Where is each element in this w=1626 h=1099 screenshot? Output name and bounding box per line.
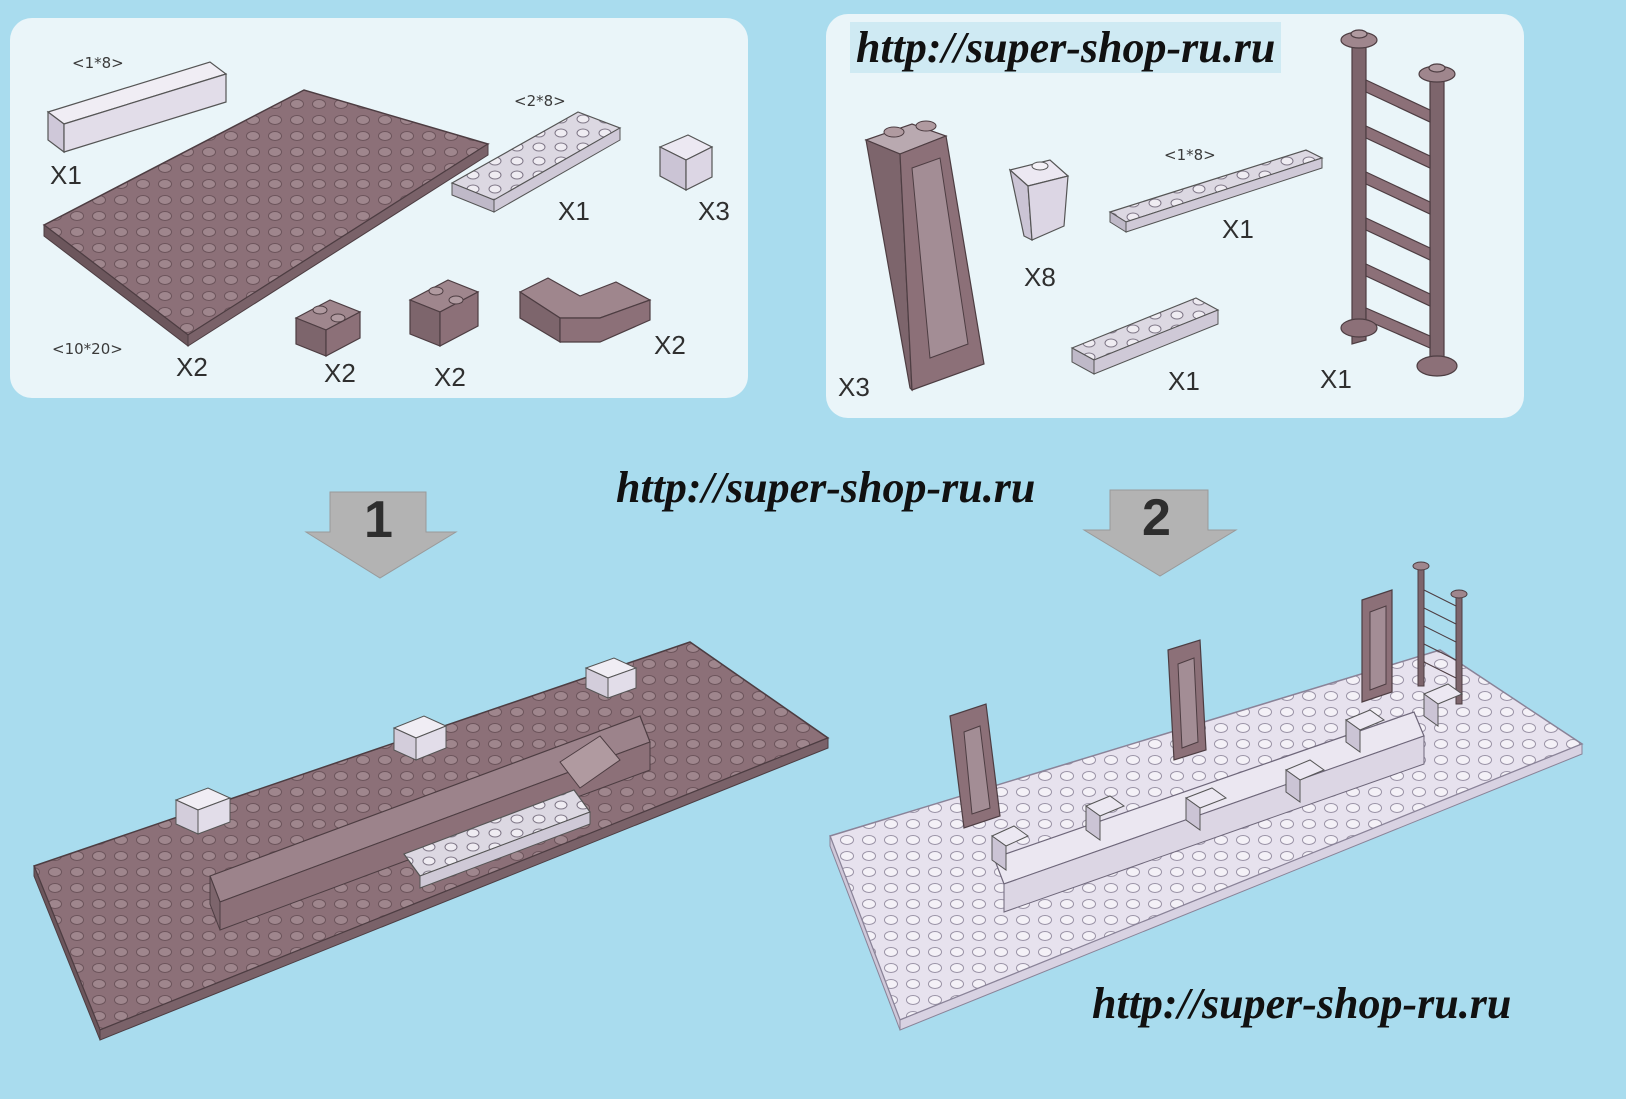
part-qty-label: X3: [838, 372, 870, 402]
brick-1x2-icon: [294, 299, 362, 357]
part-dim-label: <2*8>: [514, 92, 566, 110]
part-qty-label: X1: [50, 160, 82, 190]
plate-1x4-icon: [1070, 297, 1220, 375]
panel-wall-icon: [864, 120, 985, 392]
part-dim-label: <10*20>: [52, 340, 123, 358]
step-number-2: 2: [1142, 489, 1171, 547]
step-arrow-2-icon: [1082, 489, 1238, 577]
watermark-url: http://super-shop-ru.ru: [1092, 979, 1512, 1028]
wedge-brick-icon: [518, 277, 652, 344]
part-qty-label: X1: [558, 196, 590, 226]
part-qty-label: X2: [434, 362, 466, 392]
part-qty-label: X8: [1024, 262, 1056, 292]
brick-1x8-icon: [46, 61, 228, 154]
part-dim-label: <1*8>: [72, 54, 124, 72]
part-qty-label: X1: [1222, 214, 1254, 244]
part-qty-label: X1: [1320, 364, 1352, 394]
part-qty-label: X1: [1168, 366, 1200, 396]
part-qty-label: X2: [324, 358, 356, 388]
step-number-1: 1: [364, 491, 393, 549]
ladder-icon: [1340, 29, 1458, 377]
part-qty-label: X2: [654, 330, 686, 360]
slope-inverted-icon: [1008, 159, 1070, 242]
watermark-url: http://super-shop-ru.ru: [616, 463, 1036, 512]
part-dim-label: <1*8>: [1164, 146, 1216, 164]
step-arrow-1-icon: [304, 491, 458, 579]
baseplate-10x20-icon: [42, 89, 490, 348]
brick-1x2-icon: [408, 279, 480, 347]
part-qty-label: X3: [698, 196, 730, 226]
step2-assembly-icon: [829, 561, 1584, 1031]
step1-assembly-icon: [33, 641, 830, 1041]
plate-2x8-icon: [450, 111, 622, 213]
plate-1x8-icon: [1108, 149, 1324, 233]
slope-brick-icon: [658, 134, 714, 192]
part-qty-label: X2: [176, 352, 208, 382]
watermark-url: http://super-shop-ru.ru: [850, 22, 1282, 73]
